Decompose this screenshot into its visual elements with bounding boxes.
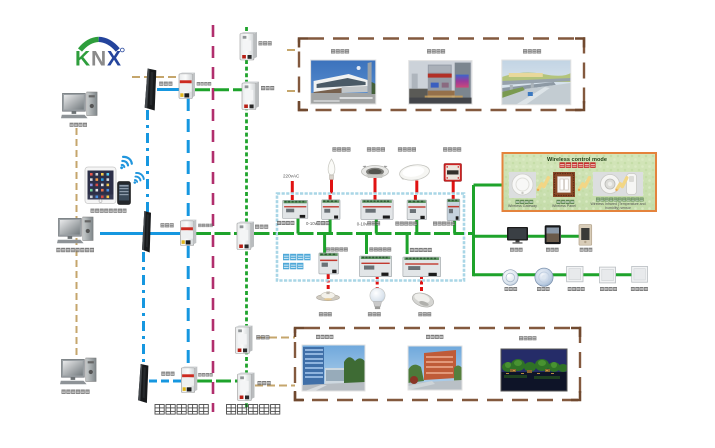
svg-text:220vAC: 220vAC bbox=[283, 174, 300, 179]
svg-text:Wireless Panel: Wireless Panel bbox=[552, 204, 576, 208]
svg-text:KNX: KNX bbox=[75, 47, 122, 70]
svg-text:humidity) sensor: humidity) sensor bbox=[605, 206, 632, 210]
svg-text:Wireless Infrared (Temperature: Wireless Infrared (Temperature and bbox=[590, 202, 645, 206]
svg-text:Wireless Gateway: Wireless Gateway bbox=[508, 204, 537, 208]
svg-text:Wireless control mode: Wireless control mode bbox=[547, 157, 607, 163]
svg-text:0-10v: 0-10v bbox=[306, 221, 318, 226]
svg-text:0-10v: 0-10v bbox=[357, 221, 369, 226]
